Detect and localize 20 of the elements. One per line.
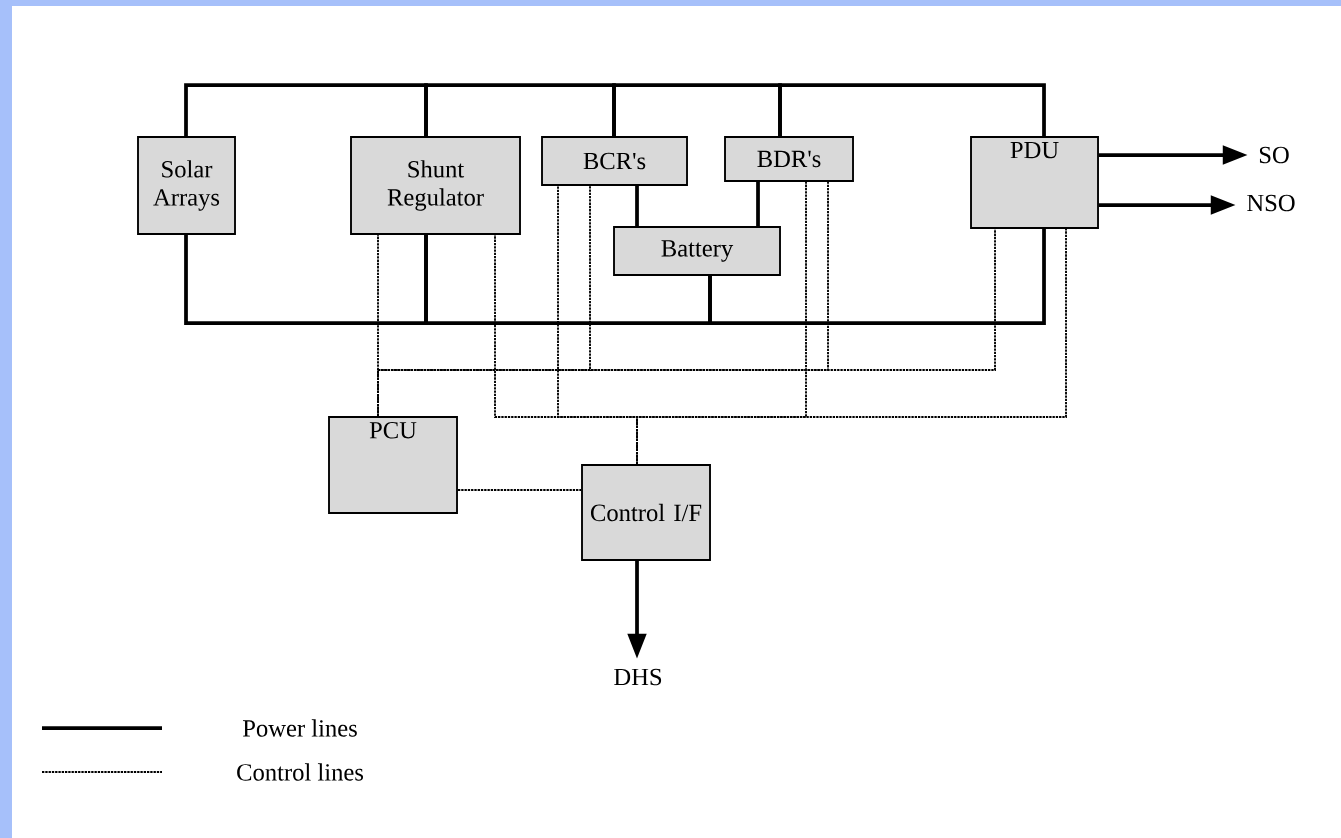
connector-line — [457, 489, 582, 491]
block-box: BCR's — [541, 136, 688, 186]
legend-text: Power lines — [243, 719, 357, 737]
output-label: NSO — [1247, 194, 1295, 212]
connector-line — [636, 228, 1067, 465]
legend-text: Control lines — [237, 763, 364, 781]
connector-line — [377, 228, 996, 417]
block-box: PDU — [970, 136, 1099, 229]
block-box: Shunt Regulator — [350, 136, 521, 235]
output-label: SO — [1259, 146, 1289, 164]
connector-line — [708, 228, 1046, 325]
block-box: PCU — [328, 416, 458, 514]
block-box: Battery — [613, 226, 781, 276]
block-box: BDR's — [724, 136, 854, 182]
connector-line — [778, 83, 1046, 137]
connector-line — [635, 185, 639, 227]
output-label: DHS — [614, 668, 662, 686]
block-box: Solar Arrays — [137, 136, 236, 235]
block-box: Control I/F — [581, 464, 711, 561]
connector-line — [756, 181, 760, 227]
